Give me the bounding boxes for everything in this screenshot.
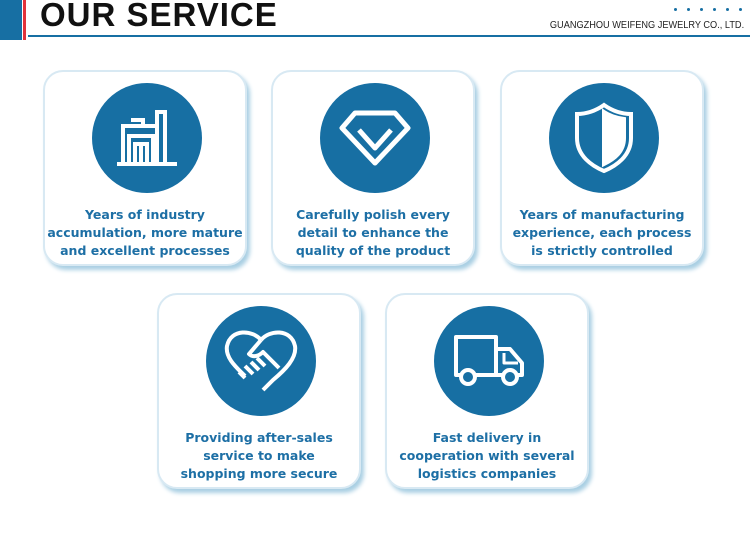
page-title: OUR SERVICE [40, 0, 278, 33]
header-underline [28, 35, 750, 37]
card-text-line: Carefully polish every [296, 207, 450, 222]
card-text-line: quality of the product [295, 243, 451, 258]
card-text-line: accumulation, more mature [47, 225, 243, 240]
card-text-line: service to make [203, 448, 315, 463]
header-accent-bar [0, 0, 22, 40]
service-card: Carefully polish every detail to enhance … [271, 70, 475, 266]
service-card: Fast delivery in cooperation with several… [385, 293, 589, 489]
card-text-line: is strictly controlled [531, 243, 673, 258]
handshake-heart-icon [206, 306, 316, 416]
card-text-line: logistics companies [417, 466, 557, 481]
decorative-dots [674, 8, 742, 11]
card-text-line: Fast delivery in [432, 430, 542, 445]
shield-icon [549, 83, 659, 193]
factory-icon [92, 83, 202, 193]
header-red-line [23, 0, 26, 40]
service-card: Years of manufacturing experience, each p… [500, 70, 704, 266]
company-name: GUANGZHOU WEIFENG JEWELRY CO., LTD. [549, 20, 744, 31]
card-text-line: Providing after-sales [185, 430, 333, 445]
card-text-line: Years of manufacturing [519, 207, 685, 222]
diamond-icon [320, 83, 430, 193]
card-text-line: cooperation with several [399, 448, 575, 463]
card-text-line: detail to enhance the [297, 225, 449, 240]
card-text-line: Years of industry [85, 207, 205, 222]
service-card: Years of industry accumulation, more matu… [43, 70, 247, 266]
card-text-line: experience, each process [512, 225, 692, 240]
service-card: Providing after-sales service to make shop… [157, 293, 361, 489]
truck-icon [434, 306, 544, 416]
card-text-line: shopping more secure [180, 466, 338, 481]
card-text-line: and excellent processes [60, 243, 230, 258]
